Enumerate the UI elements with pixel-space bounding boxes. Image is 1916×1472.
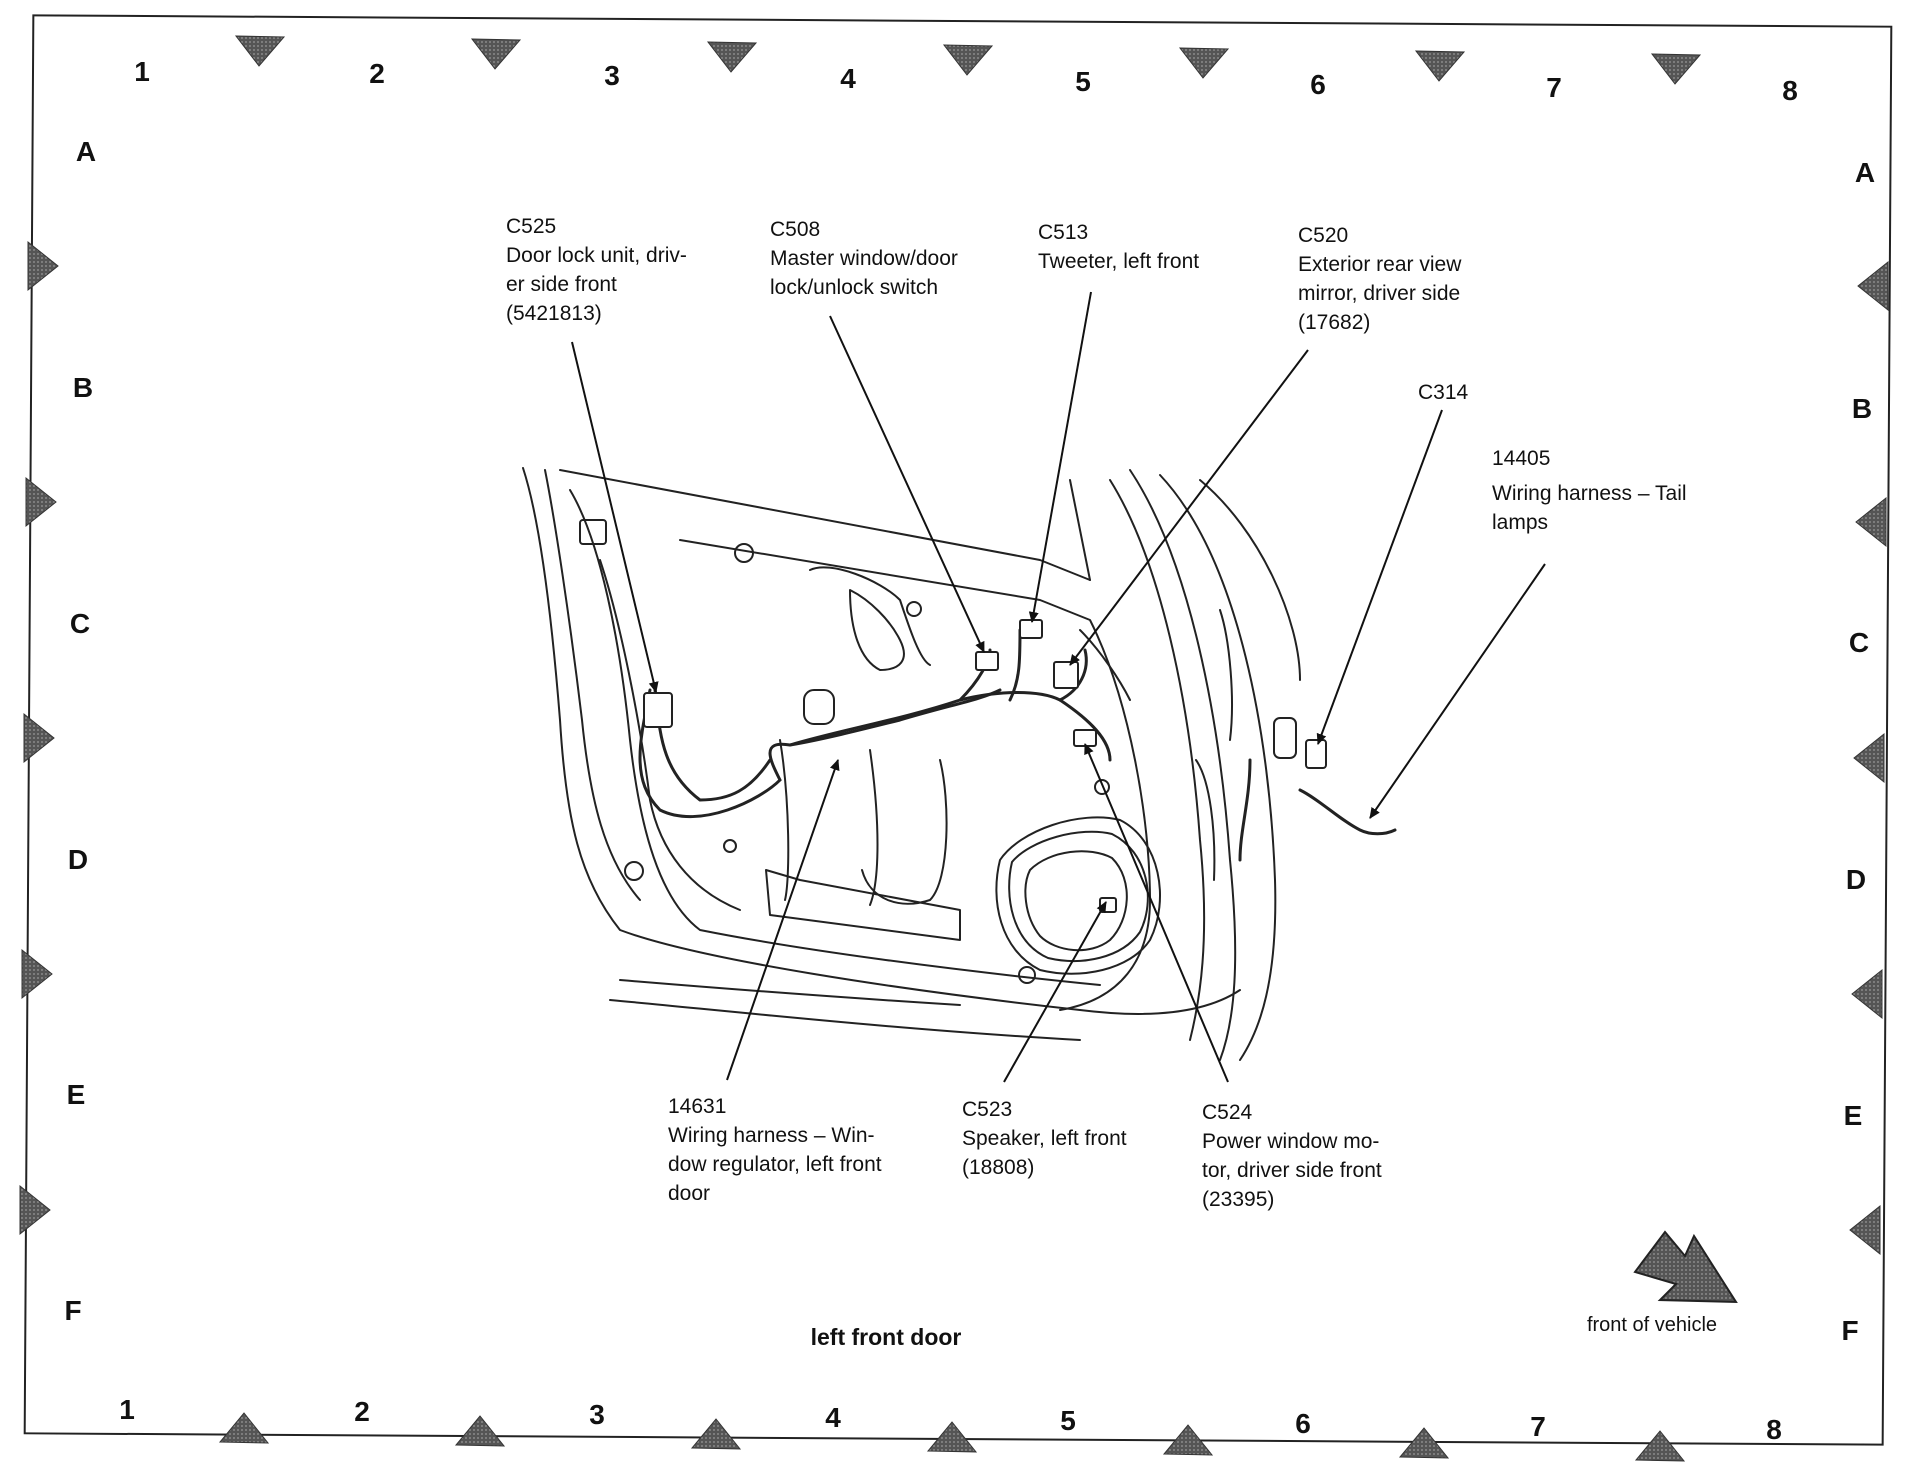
callout-c508-id: C508 [770,218,821,241]
callout-c524-line-2: tor, driver side front [1202,1159,1382,1182]
callout-c314-id: C314 [1418,381,1469,404]
callout-c523-line-1: Speaker, left front [962,1127,1127,1150]
top-grid-col-1: 1 [134,56,150,87]
callout-c314: C314 [1418,378,1468,407]
top-grid-col-6: 6 [1310,69,1326,100]
callout-c513-line-1: Tweeter, left front [1038,250,1200,273]
callout-c525-line-3: (5421813) [506,302,602,325]
callout-c520-id: C520 [1298,224,1349,247]
left-grid-row-f: F [64,1295,82,1326]
left-grid-row-c: C [69,608,91,639]
callout-c525: C525 Door lock unit, driv- er side front… [506,212,687,328]
callout-14631-line-2: dow regulator, left front [668,1153,882,1176]
right-grid-row-b: B [1851,393,1873,424]
right-grid-row-e: E [1843,1100,1863,1131]
top-grid-col-3: 3 [604,60,620,91]
top-grid-col-5: 5 [1075,66,1091,97]
grid-markers [19,35,1889,1462]
callout-c523: C523 Speaker, left front (18808) [962,1095,1127,1182]
callout-c520-line-1: Exterior rear view [1298,253,1462,276]
callout-c513: C513 Tweeter, left front [1038,218,1199,276]
bottom-grid-col-2: 2 [354,1396,370,1427]
right-grid-row-c: C [1848,627,1870,658]
callout-c524-id: C524 [1202,1101,1253,1124]
top-grid-col-8: 8 [1782,75,1798,106]
callout-14405-id: 14405 [1492,447,1551,470]
callout-14631-line-1: Wiring harness – Win- [668,1124,875,1147]
top-grid-col-4: 4 [840,63,856,94]
bottom-grid-col-1: 1 [119,1394,135,1425]
top-grid-col-2: 2 [369,58,385,89]
callout-14405-line-1: Wiring harness – Tail [1492,482,1687,505]
front-of-vehicle-label: front of vehicle [1586,1314,1718,1336]
bottom-grid-col-3: 3 [589,1399,605,1430]
left-grid-row-e: E [66,1079,86,1110]
right-grid-row-d: D [1845,864,1867,895]
bottom-grid-col-6: 6 [1295,1408,1311,1439]
callout-14405-line-2: lamps [1492,511,1549,534]
bottom-grid-col-5: 5 [1060,1405,1076,1436]
callout-c520-line-3: (17682) [1298,311,1371,334]
bottom-grid-col-8: 8 [1766,1414,1782,1445]
left-grid-row-a: A [75,136,97,167]
door-panel-drawing [522,467,1301,1061]
leader-lines [571,291,1546,1083]
left-grid-row-d: D [67,844,89,875]
callout-c513-id: C513 [1038,221,1089,244]
callout-c524-line-3: (23395) [1202,1188,1275,1211]
callout-14631-line-3: door [668,1182,711,1205]
callout-c523-id: C523 [962,1098,1013,1121]
bottom-grid-col-7: 7 [1530,1411,1546,1442]
callout-c508-line-2: lock/unlock switch [770,276,939,299]
callout-c525-line-1: Door lock unit, driv- [506,244,687,267]
front-of-vehicle-arrow [1633,1230,1738,1304]
top-grid-col-7: 7 [1546,72,1562,103]
callout-c508: C508 Master window/door lock/unlock swit… [770,215,958,302]
callout-14631: 14631 Wiring harness – Win- dow regulato… [668,1092,882,1208]
callout-c523-line-2: (18808) [962,1156,1035,1179]
callout-14405: 14405 Wiring harness – Tail lamps [1492,444,1687,537]
callout-c525-id: C525 [506,215,557,238]
callout-14631-id: 14631 [668,1095,727,1118]
connector-drawing [643,619,1327,913]
callout-c508-line-1: Master window/door [770,247,958,270]
left-grid-row-b: B [72,372,94,403]
bottom-grid-col-4: 4 [825,1402,841,1433]
right-grid-row-f: F [1841,1315,1859,1346]
callout-c520: C520 Exterior rear view mirror, driver s… [1298,221,1461,337]
right-grid-row-a: A [1854,157,1876,188]
callout-c524-line-1: Power window mo- [1202,1130,1380,1153]
callout-c520-line-2: mirror, driver side [1298,282,1461,305]
callout-c525-line-2: er side front [506,273,617,296]
diagram-caption: left front door [810,1324,962,1350]
callout-c524: C524 Power window mo- tor, driver side f… [1202,1098,1382,1214]
